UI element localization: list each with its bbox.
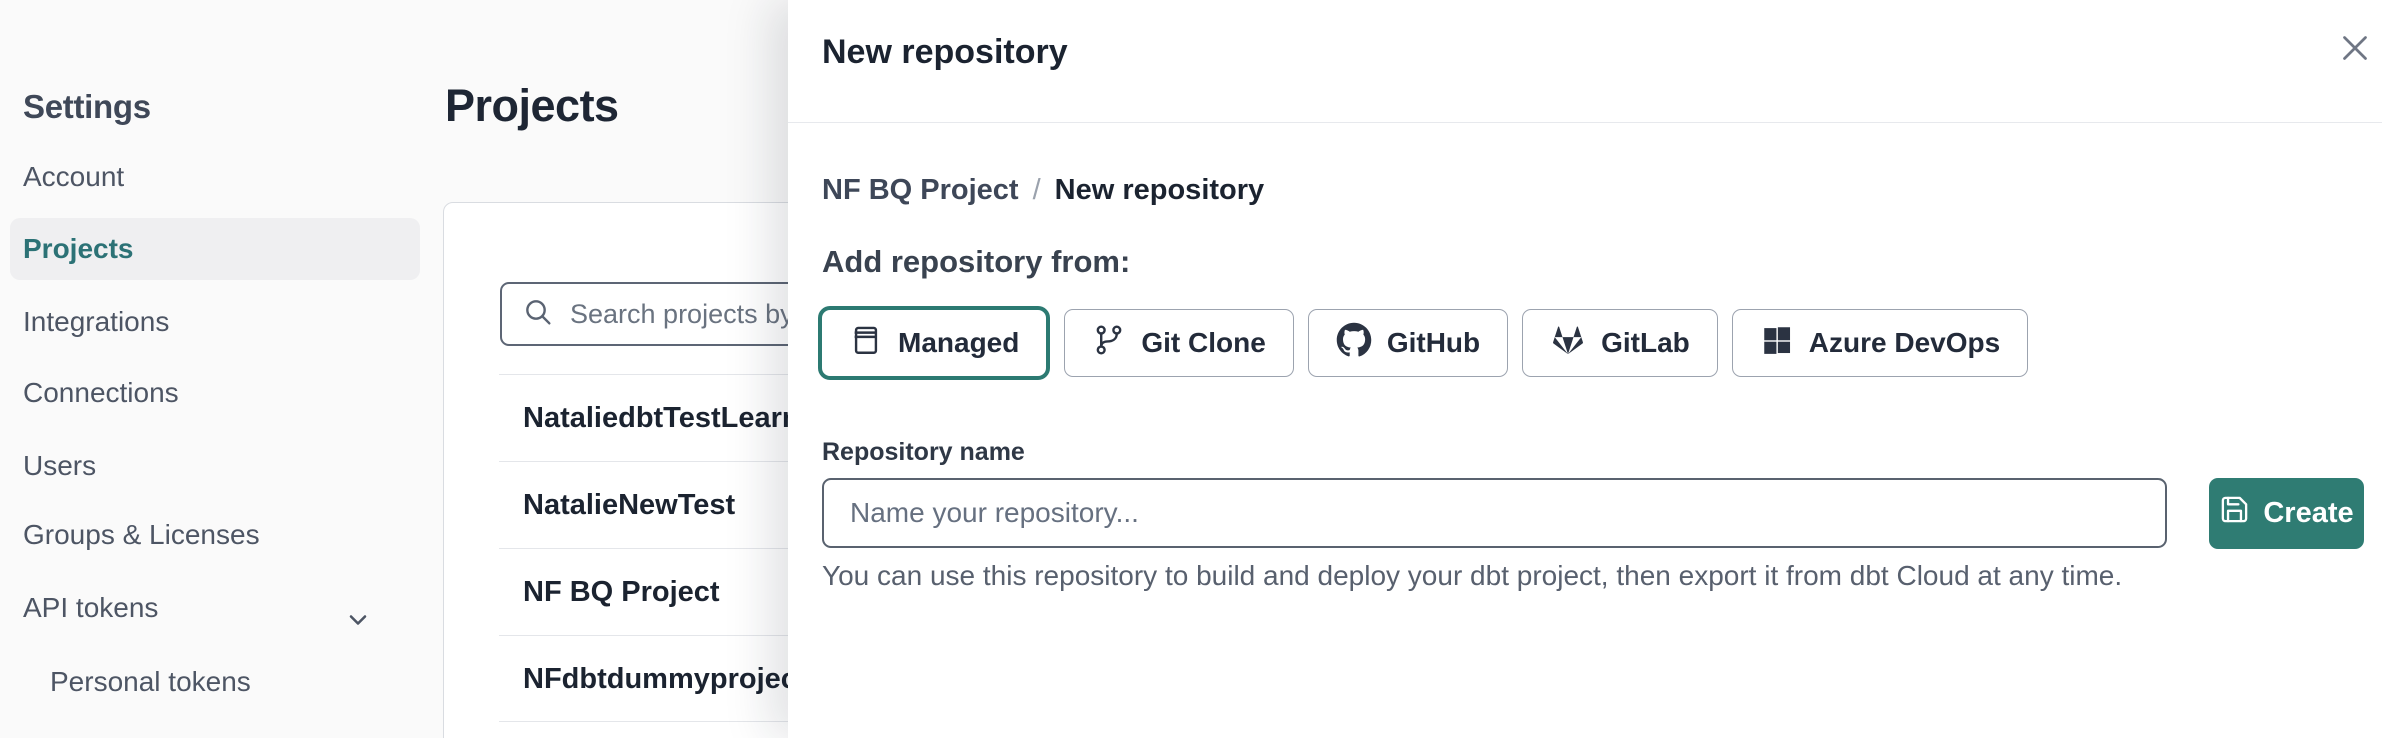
source-button-label: Git Clone [1141, 327, 1266, 358]
section-heading: Add repository from: [822, 244, 1131, 279]
azure-devops-icon [1760, 323, 1794, 364]
sidebar-title: Settings [23, 88, 151, 125]
sidebar-item-label: Personal tokens [50, 666, 251, 697]
breadcrumb-project-link[interactable]: NF BQ Project [822, 174, 1019, 206]
repository-name-input[interactable] [822, 478, 2167, 548]
source-button-gitlab[interactable]: GitLab [1522, 309, 1718, 377]
modal-header: New repository [788, 0, 2382, 123]
source-button-label: Azure DevOps [1808, 327, 2001, 358]
sidebar-item-users[interactable]: Users [10, 435, 420, 497]
sidebar-item-label: Users [23, 450, 97, 481]
source-button-label: Managed [898, 327, 1020, 358]
source-button-label: GitLab [1601, 327, 1690, 358]
source-button-git-clone[interactable]: Git Clone [1064, 309, 1294, 377]
project-name: NF BQ Project [523, 576, 720, 608]
sidebar-item-personal-tokens[interactable]: Personal tokens [10, 651, 420, 713]
sidebar-item-label: API tokens [23, 592, 159, 623]
sidebar-item-account[interactable]: Account [10, 146, 420, 208]
search-icon [522, 296, 554, 333]
source-button-label: GitHub [1386, 327, 1481, 358]
sidebar-item-label: Account [23, 161, 125, 192]
breadcrumb-separator: / [1032, 174, 1041, 206]
sidebar-item-label: Integrations [23, 306, 170, 337]
create-button[interactable]: Create [2209, 478, 2364, 549]
project-name: NFdbtdummyproject [523, 663, 807, 695]
sidebar-item-connections[interactable]: Connections [10, 362, 420, 424]
sidebar-item-projects[interactable]: Projects [10, 218, 420, 280]
repository-helper-text: You can use this repository to build and… [822, 560, 2123, 591]
project-name: NatalieNewTest [523, 489, 736, 521]
sidebar-item-integrations[interactable]: Integrations [10, 291, 420, 353]
breadcrumb-current: New repository [1054, 174, 1265, 206]
github-icon [1336, 322, 1372, 365]
git-branch-icon [1092, 323, 1126, 364]
save-icon [2219, 494, 2250, 533]
breadcrumb: NF BQ Project / New repository [822, 174, 1264, 207]
settings-sidebar: Settings Account Projects Integrations C… [0, 0, 440, 738]
chevron-down-icon [344, 594, 372, 625]
sidebar-item-label: Projects [23, 233, 134, 264]
sidebar-item-label: Groups & Licenses [23, 519, 260, 550]
gitlab-icon [1550, 322, 1586, 365]
repository-source-options: Managed Git Clone GitHub GitLab [818, 306, 2029, 380]
project-name: NataliedbtTestLearn T [523, 402, 826, 434]
new-repository-modal: New repository NF BQ Project / New repos… [788, 0, 2382, 738]
sidebar-item-label: Connections [23, 377, 179, 408]
create-button-label: Create [2263, 497, 2354, 529]
repository-name-label: Repository name [822, 438, 1025, 466]
managed-repo-icon [849, 323, 883, 364]
modal-title: New repository [822, 33, 1068, 71]
close-icon[interactable] [2333, 27, 2377, 71]
sidebar-item-api-tokens[interactable]: API tokens [10, 577, 420, 639]
page-title: Projects [445, 80, 619, 131]
source-button-managed[interactable]: Managed [818, 306, 1051, 380]
source-button-github[interactable]: GitHub [1307, 309, 1509, 377]
source-button-azure-devops[interactable]: Azure DevOps [1731, 309, 2029, 377]
sidebar-item-groups-licenses[interactable]: Groups & Licenses [10, 504, 420, 566]
